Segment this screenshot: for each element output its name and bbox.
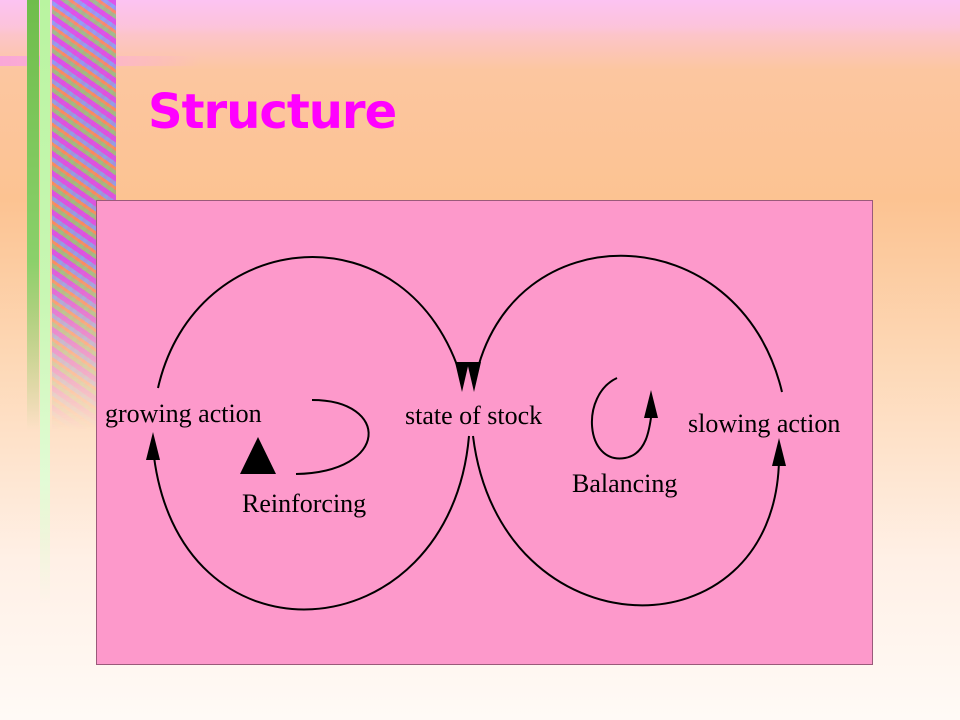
loop-label-reinforcing: Reinforcing [242, 489, 366, 518]
balancing-arrowhead-icon [644, 390, 658, 418]
top-band [0, 0, 960, 34]
reinforcing-loop-curve [295, 399, 370, 475]
node-slowing-action: slowing action [688, 409, 840, 438]
arc-stock-to-slowing [472, 435, 780, 607]
arc-slowing-to-stock [474, 254, 783, 393]
arrowhead-slowing [772, 438, 786, 466]
arc-stock-to-growing [152, 435, 470, 611]
arrowhead-growing [146, 432, 160, 460]
arrowhead-stock-right [467, 362, 481, 392]
diagram-panel [96, 200, 873, 665]
node-state-of-stock: state of stock [405, 401, 542, 430]
loop-label-balancing: Balancing [572, 469, 677, 498]
node-growing-action: growing action [105, 399, 262, 428]
arc-growing-to-stock [157, 256, 463, 389]
decorative-light-green-stripe [40, 0, 50, 605]
decorative-green-stripe [27, 0, 39, 430]
slide-title: Structure [148, 84, 397, 140]
balancing-loop-curve [590, 377, 653, 460]
reinforcing-arrowhead-icon [240, 437, 276, 474]
arrowhead-stock-left [455, 362, 469, 392]
